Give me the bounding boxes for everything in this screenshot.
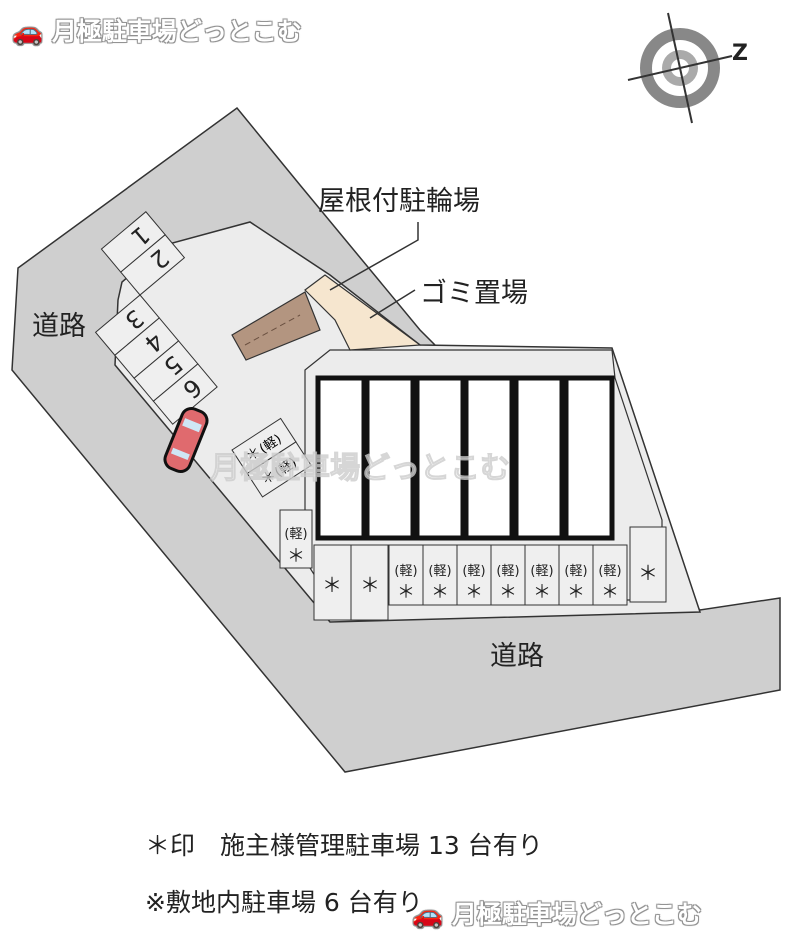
svg-text:＊: ＊ — [465, 582, 483, 603]
car-icon: 🚗 — [12, 17, 44, 46]
svg-text:＊: ＊ — [567, 582, 585, 603]
label-road-bottom: 道路 — [490, 641, 544, 672]
label-garbage: ゴミ置場 — [420, 278, 528, 309]
svg-text:＊: ＊ — [499, 582, 517, 603]
apartment-building — [315, 375, 615, 541]
kei-slots-angled: ＊(軽) ＊(軽) — [231, 417, 312, 498]
watermark: 月極駐車場どっとこむ — [210, 451, 510, 486]
svg-text:(軽): (軽) — [564, 564, 587, 579]
svg-text:(軽): (軽) — [462, 564, 485, 579]
compass-icon: Z — [627, 12, 748, 124]
svg-text:＊: ＊ — [533, 582, 551, 603]
svg-text:(軽): (軽) — [284, 527, 307, 542]
car-icon: 🚗 — [412, 900, 444, 929]
svg-text:＊: ＊ — [638, 561, 658, 585]
label-bicycle-parking: 屋根付駐輪場 — [318, 186, 480, 217]
bicycle-roof — [231, 291, 321, 361]
svg-text:＊: ＊ — [287, 546, 305, 567]
bottom-slots — [279, 509, 667, 621]
logo: 🚗 月極駐車場どっとこむ — [12, 17, 302, 46]
garbage-area — [304, 274, 422, 351]
svg-text:＊: ＊ — [360, 573, 380, 597]
numbered-slots: 3 4 5 6 2 1 — [94, 211, 218, 425]
svg-text:＊: ＊ — [397, 582, 415, 603]
car-icon — [163, 406, 209, 474]
svg-text:＊: ＊ — [431, 582, 449, 603]
svg-text:(軽): (軽) — [530, 564, 553, 579]
legend-line-2: ※敷地内駐車場 6 台有り — [145, 888, 423, 917]
svg-text:Z: Z — [732, 41, 748, 66]
svg-text:(軽): (軽) — [496, 564, 519, 579]
label-road-left: 道路 — [32, 311, 86, 342]
svg-text:＊: ＊ — [322, 573, 342, 597]
legend-line-1: ＊印 施主様管理駐車場 13 台有り — [145, 831, 543, 860]
svg-text:(軽): (軽) — [428, 564, 451, 579]
svg-text:(軽): (軽) — [394, 564, 417, 579]
svg-text:(軽): (軽) — [598, 564, 621, 579]
svg-text:＊: ＊ — [601, 582, 619, 603]
logo-bottom: 🚗 月極駐車場どっとこむ — [412, 900, 702, 929]
